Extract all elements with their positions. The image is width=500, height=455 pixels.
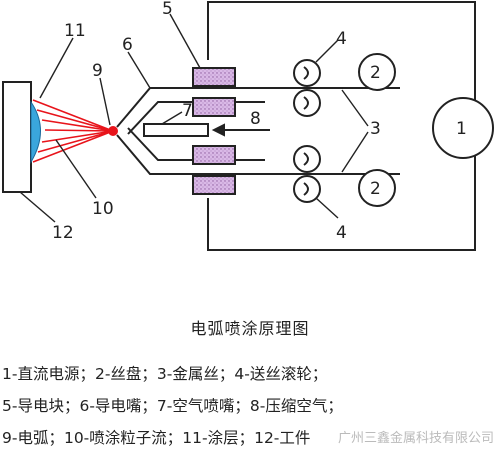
coating-layer xyxy=(30,100,41,164)
conductive-block xyxy=(192,175,236,195)
legend-line: 9-电弧；10-喷涂粒子流；11-涂层；12-工件 xyxy=(2,429,311,447)
air-nozzle xyxy=(143,123,209,137)
label-12: 12 xyxy=(52,223,74,243)
conductive-block xyxy=(192,67,236,87)
label-4-upper: 4 xyxy=(336,29,347,49)
label-2-lower: 2 xyxy=(370,179,381,199)
spray-particle-stream xyxy=(32,99,114,163)
conductive-block xyxy=(192,97,236,117)
label-5: 5 xyxy=(162,0,173,19)
wire-spool-upper xyxy=(358,53,396,91)
label-11: 11 xyxy=(64,21,86,41)
conductive-block xyxy=(192,145,236,165)
legend-line: 5-导电块；6-导电嘴；7-空气喷嘴；8-压缩空气； xyxy=(2,397,343,415)
compressed-air-arrow xyxy=(211,123,270,137)
arc-spray-diagram: 1 2 2 3 4 4 5 6 7 8 9 10 11 12 xyxy=(2,0,494,251)
diagram-caption: 电弧喷涂原理图 xyxy=(190,319,310,338)
dc-power-source xyxy=(432,97,494,159)
label-7: 7 xyxy=(182,101,193,121)
wire-feed-rollers-upper xyxy=(293,59,321,117)
label-2-upper: 2 xyxy=(370,63,381,83)
label-1: 1 xyxy=(456,119,467,139)
label-6: 6 xyxy=(122,35,133,55)
label-4-lower: 4 xyxy=(336,223,347,243)
legend-line: 1-直流电源；2-丝盘；3-金属丝；4-送丝滚轮； xyxy=(2,365,328,383)
watermark: 广州三鑫金属科技有限公司 xyxy=(337,431,494,446)
label-9: 9 xyxy=(92,61,103,81)
electric-arc xyxy=(108,126,118,136)
workpiece xyxy=(2,81,32,193)
label-10: 10 xyxy=(92,199,114,219)
label-8: 8 xyxy=(250,109,261,129)
wire-spool-lower xyxy=(358,169,396,207)
leader-lines xyxy=(19,13,369,223)
wire-feed-rollers-lower xyxy=(293,145,321,203)
label-3: 3 xyxy=(370,119,381,139)
